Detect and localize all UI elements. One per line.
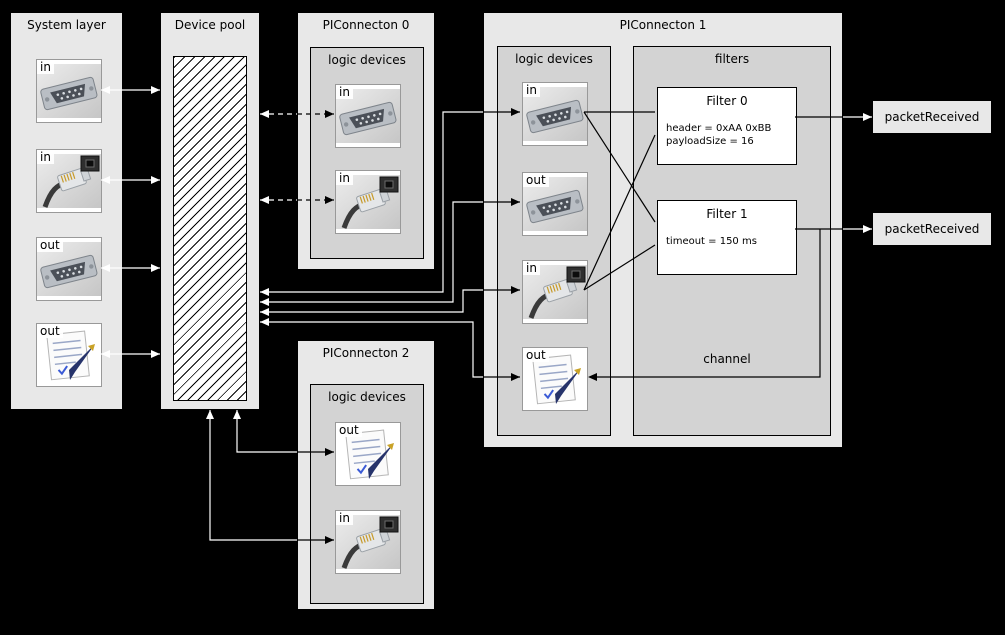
filter-param: header = 0xAA 0xBB	[666, 123, 772, 134]
pic2-device-out-document: out	[335, 422, 401, 486]
filter-param: payloadSize = 16	[666, 136, 754, 147]
system-device-out-document: out	[36, 323, 102, 387]
device-label: out	[523, 348, 549, 362]
pic1-device-in-ethernet: in	[522, 260, 588, 324]
filter-0-params: header = 0xAA 0xBB payloadSize = 16	[666, 122, 771, 148]
device-label: out	[37, 238, 63, 252]
piconnecton-1-title: PIConnecton 1	[619, 18, 707, 32]
system-device-in-serial: in	[36, 59, 102, 123]
device-label: out	[37, 324, 63, 338]
system-layer-panel: System layer in in out out	[10, 12, 123, 410]
pic1-device-out-serial: out	[522, 172, 588, 236]
piconnecton-1-panel: PIConnecton 1 logic devices in out in ou…	[483, 12, 843, 448]
pic1-device-in-serial: in	[522, 82, 588, 146]
device-label: in	[523, 83, 540, 97]
logic-devices-title: logic devices	[515, 52, 593, 66]
device-label: in	[37, 150, 54, 164]
device-pool-panel: Device pool	[160, 12, 260, 410]
device-label: out	[336, 423, 362, 437]
filter-1-box: Filter 1 timeout = 150 ms	[657, 200, 797, 275]
logic-devices-title: logic devices	[328, 390, 406, 404]
device-label: in	[37, 60, 54, 74]
device-label: in	[336, 85, 353, 99]
packet-received-label: packetReceived	[884, 110, 980, 124]
piconnecton-0-title: PIConnecton 0	[322, 18, 410, 32]
system-layer-title: System layer	[27, 18, 106, 32]
packet-received-box-0: packetReceived	[872, 100, 992, 134]
piconnecton-0-panel: PIConnecton 0 logic devices in in	[297, 12, 435, 270]
system-device-out-serial: out	[36, 237, 102, 301]
device-label: in	[523, 261, 540, 275]
pic0-device-in-serial: in	[335, 84, 401, 148]
filter-1-params: timeout = 150 ms	[666, 235, 757, 248]
packet-received-label: packetReceived	[884, 222, 980, 236]
filter-0-box: Filter 0 header = 0xAA 0xBB payloadSize …	[657, 87, 797, 165]
piconnecton-0-logic-devices: logic devices in in	[310, 47, 424, 259]
device-label: in	[336, 171, 353, 185]
piconnecton-1-filters: filters Filter 0 header = 0xAA 0xBB payl…	[633, 46, 831, 436]
pic0-device-in-ethernet: in	[335, 170, 401, 234]
filter-1-title: Filter 1	[706, 207, 748, 221]
pic1-device-out-document: out	[522, 347, 588, 411]
device-label: out	[523, 173, 549, 187]
device-label: in	[336, 511, 353, 525]
device-pool-title: Device pool	[174, 18, 246, 32]
piconnecton-2-title: PIConnecton 2	[322, 346, 410, 360]
packet-received-box-1: packetReceived	[872, 212, 992, 246]
system-device-in-ethernet: in	[36, 149, 102, 213]
filters-title: filters	[714, 52, 750, 66]
channel-label: channel	[703, 352, 751, 366]
pic2-device-in-ethernet: in	[335, 510, 401, 574]
filter-0-title: Filter 0	[706, 94, 748, 108]
device-pool-hatch	[173, 56, 247, 401]
piconnecton-2-panel: PIConnecton 2 logic devices out in	[297, 340, 435, 610]
logic-devices-title: logic devices	[328, 53, 406, 67]
piconnecton-2-logic-devices: logic devices out in	[310, 384, 424, 604]
piconnecton-1-logic-devices: logic devices in out in out	[497, 46, 611, 436]
filter-param: timeout = 150 ms	[666, 236, 757, 247]
